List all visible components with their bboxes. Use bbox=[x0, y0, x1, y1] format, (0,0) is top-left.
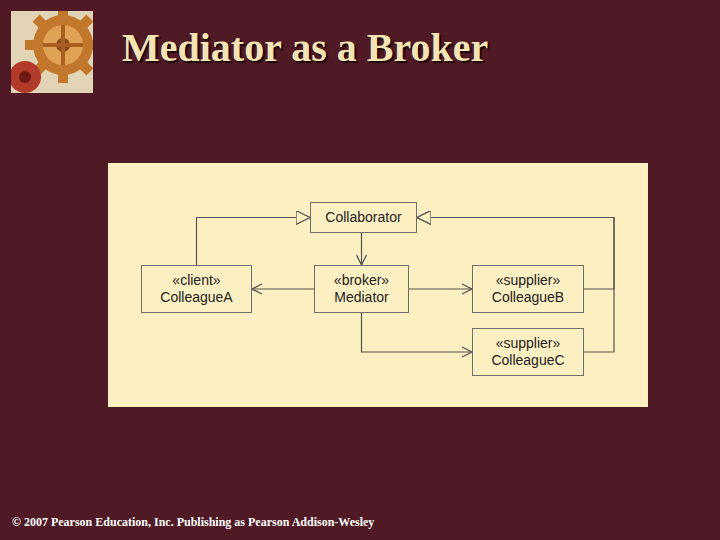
association-arrow bbox=[409, 288, 472, 289]
class-box: «supplier»ColleagueB bbox=[472, 265, 584, 313]
class-box: «client»ColleagueA bbox=[141, 265, 252, 313]
class-name: ColleagueC bbox=[491, 352, 564, 369]
class-name: Collaborator bbox=[325, 209, 401, 226]
class-box: Collaborator bbox=[310, 202, 417, 233]
gear-illustration bbox=[11, 11, 93, 93]
association-arrow bbox=[252, 288, 314, 289]
class-name: ColleagueB bbox=[492, 289, 564, 306]
association-arrow bbox=[362, 313, 473, 352]
generalization-arrow bbox=[197, 218, 311, 266]
slide-title: Mediator as a Broker bbox=[122, 24, 488, 71]
class-box: «supplier»ColleagueC bbox=[472, 328, 584, 376]
stereotype-text: «client» bbox=[172, 272, 220, 289]
class-box: «broker»Mediator bbox=[314, 265, 409, 313]
class-name: Mediator bbox=[334, 289, 388, 306]
diagram-panel: Collaborator «client»ColleagueA «broker»Me… bbox=[108, 163, 648, 407]
generalization-arrow bbox=[417, 218, 614, 290]
stereotype-text: «broker» bbox=[334, 272, 389, 289]
stereotype-text: «supplier» bbox=[496, 335, 561, 352]
copyright-note: © 2007 Pearson Education, Inc. Publishin… bbox=[12, 515, 374, 530]
class-name: ColleagueA bbox=[160, 289, 232, 306]
association-arrow bbox=[361, 233, 362, 265]
stereotype-text: «supplier» bbox=[496, 272, 561, 289]
